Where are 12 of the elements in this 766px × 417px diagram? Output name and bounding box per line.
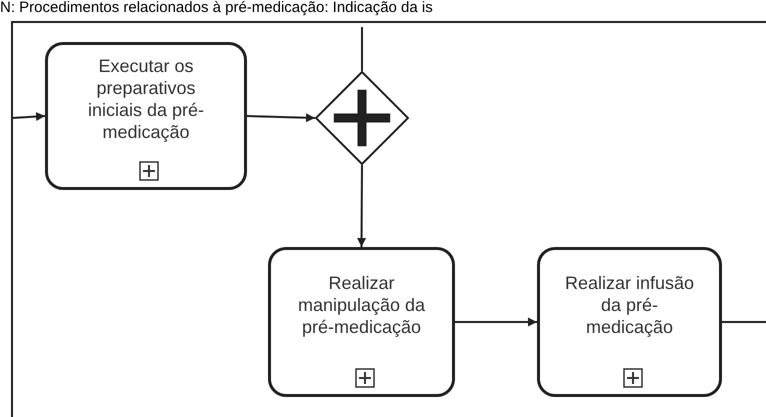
heading-text: N: Procedimentos relacionados à pré-medicação: Indicação da is	[0, 0, 433, 16]
sequence-flow-arrow	[357, 165, 366, 247]
task-label: Realizar infusão da pré-medicação	[564, 272, 696, 338]
subprocess-box	[268, 247, 455, 397]
task-label: Executar os preparativos iniciais da pré-medicação	[86, 55, 206, 143]
sequence-flow-arrow	[246, 113, 316, 122]
task-label: Realizar manipulação da pré-medicação	[296, 272, 426, 338]
parallel-gateway	[315, 71, 409, 165]
sequence-flow-arrow	[455, 318, 537, 326]
subprocess-box	[537, 247, 722, 397]
subprocess-box	[45, 42, 247, 190]
sequence-flow-arrow	[12, 112, 46, 122]
